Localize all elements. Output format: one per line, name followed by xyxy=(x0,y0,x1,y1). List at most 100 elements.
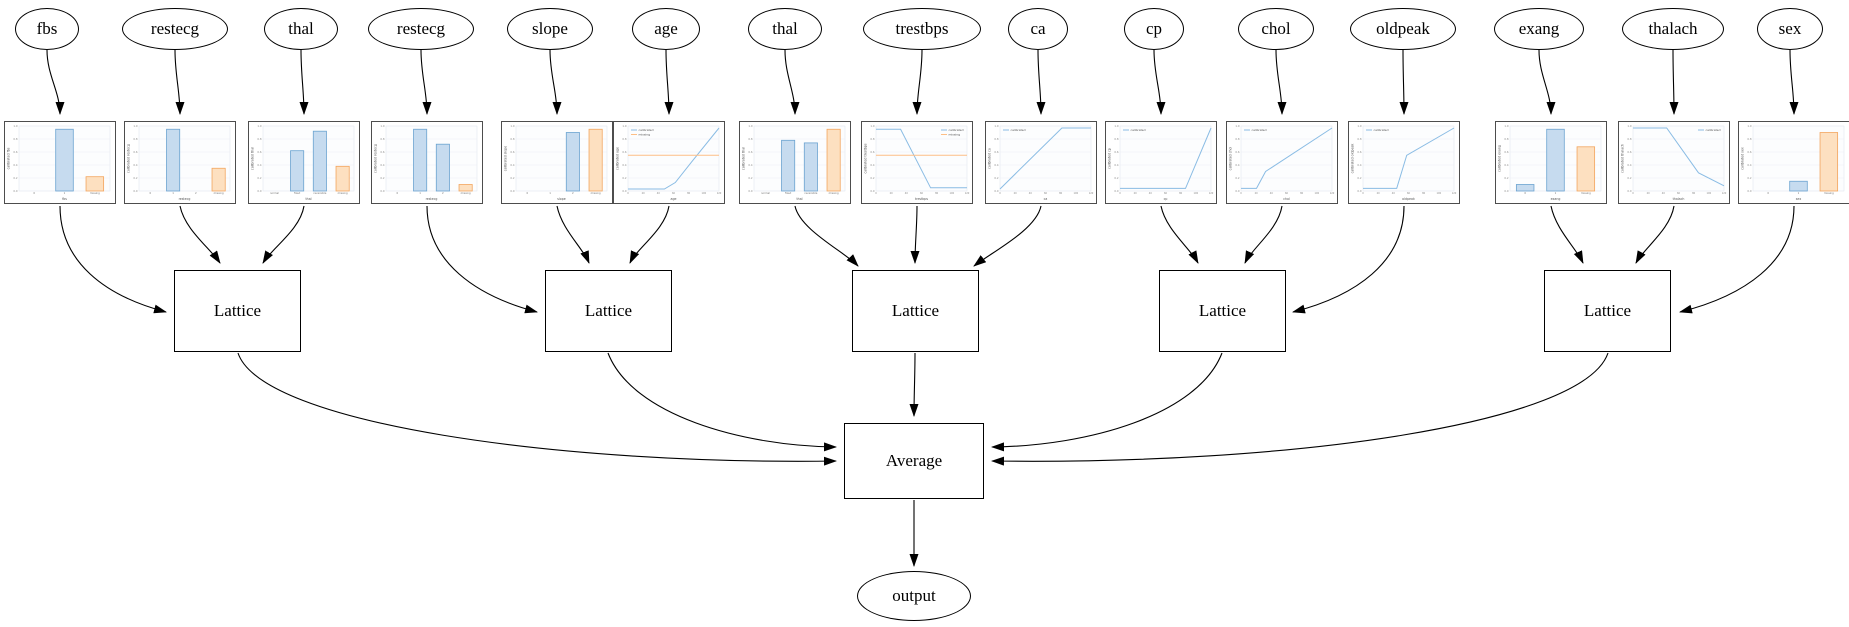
lattice-node-4: Lattice xyxy=(1159,270,1286,352)
y-tick-label: 0.2 xyxy=(870,176,874,180)
y-axis-label: calibrated trestbps xyxy=(864,143,868,173)
x-tick-label: 0 xyxy=(33,191,35,195)
bar-1 xyxy=(55,128,74,192)
y-tick-label: 0.0 xyxy=(1504,189,1508,193)
x-tick-label: 100 xyxy=(1074,192,1079,195)
y-tick-label: 0.6 xyxy=(622,150,626,154)
edge-arrow xyxy=(237,352,837,466)
plot-area xyxy=(999,125,1092,192)
x-axis-label: restecg xyxy=(179,197,191,201)
bar-missing xyxy=(1576,146,1596,192)
series-calibrated xyxy=(1120,127,1212,189)
x-axis-label: cp xyxy=(1164,197,1168,201)
x-tick-label: 60 xyxy=(1164,192,1168,195)
edge-arrow xyxy=(1292,205,1405,314)
y-tick-label: 0.8 xyxy=(1357,137,1361,141)
y-axis-label: calibrated restecg xyxy=(374,144,378,173)
y-tick-label: 0.2 xyxy=(133,176,137,180)
y-axis-label: calibrated restecg xyxy=(127,144,131,173)
edge-arrow xyxy=(794,205,859,267)
y-tick-label: 0.4 xyxy=(1747,163,1751,167)
series-calibrated xyxy=(1363,127,1455,189)
x-tick-label: 80 xyxy=(687,192,691,195)
edge-arrow xyxy=(299,49,309,115)
edge-arrow xyxy=(1275,49,1287,115)
y-tick-label: 1.0 xyxy=(13,124,17,128)
x-tick-label: 100 xyxy=(1315,192,1320,195)
x-tick-label: missing xyxy=(90,191,100,195)
y-tick-label: 0.0 xyxy=(1114,189,1118,193)
x-tick-label: 100 xyxy=(1194,192,1199,195)
legend-label: calibrated xyxy=(949,128,964,132)
y-tick-label: 0.2 xyxy=(257,176,261,180)
edge-arrow xyxy=(262,205,305,264)
lattice-node-2: Lattice xyxy=(545,270,672,352)
x-axis-label: exang xyxy=(1551,197,1561,201)
y-tick-label: 0.8 xyxy=(748,137,752,141)
y-tick-label: 0.0 xyxy=(133,189,137,193)
x-tick-label: normal xyxy=(270,191,279,195)
x-tick-label: 60 xyxy=(1044,192,1048,195)
edge-arrow xyxy=(426,205,538,314)
x-tick-label: 20 xyxy=(1647,192,1651,195)
edge-arrow xyxy=(1550,205,1584,264)
y-tick-label: 0.2 xyxy=(13,176,17,180)
legend-label: calibrated xyxy=(1011,128,1026,132)
x-tick-label: missing xyxy=(461,191,471,195)
y-tick-label: 0.4 xyxy=(870,163,874,167)
x-axis-label: sex xyxy=(1796,197,1802,201)
y-tick-label: 1.0 xyxy=(133,124,137,128)
x-tick-label: 2 xyxy=(572,191,574,195)
y-tick-label: 0.4 xyxy=(257,163,261,167)
y-tick-label: 0.6 xyxy=(13,150,17,154)
bar-fixed xyxy=(781,139,796,192)
edge-arrow xyxy=(549,49,562,115)
y-axis-label: calibrated age xyxy=(616,147,620,170)
x-tick-label: 120 xyxy=(717,192,722,195)
y-axis-label: calibrated thal xyxy=(742,147,746,170)
lattice-node-5: Lattice xyxy=(1544,270,1671,352)
input-node-restecg: restecg xyxy=(122,8,228,50)
edge-arrow xyxy=(1036,49,1046,115)
x-tick-label: reversible xyxy=(313,191,326,195)
y-tick-label: 0.0 xyxy=(1627,189,1631,193)
x-tick-label: 100 xyxy=(950,192,955,195)
bar-missing xyxy=(1819,132,1839,192)
edge-arrow xyxy=(607,352,837,452)
plot-area xyxy=(385,125,478,192)
x-tick-label: 40 xyxy=(1270,192,1274,195)
bar-missing xyxy=(458,184,473,192)
x-tick-label: 0 xyxy=(627,192,629,195)
x-tick-label: 100 xyxy=(1707,192,1712,195)
legend-label: missing xyxy=(639,133,651,137)
x-axis-label: chol xyxy=(1283,197,1290,201)
input-node-thal: thal xyxy=(264,8,338,50)
y-tick-label: 0.8 xyxy=(1627,137,1631,141)
x-tick-label: 100 xyxy=(1437,192,1442,195)
x-tick-label: 0 xyxy=(1767,191,1769,195)
y-tick-label: 0.6 xyxy=(510,150,514,154)
input-node-exang: exang xyxy=(1494,8,1584,50)
edge-arrow xyxy=(420,49,432,115)
bar-missing xyxy=(85,176,105,192)
x-axis-label: slope xyxy=(557,197,566,201)
x-tick-label: 40 xyxy=(905,192,909,195)
y-tick-label: 0.4 xyxy=(1504,163,1508,167)
legend-label: calibrated xyxy=(1252,128,1267,132)
series-calibrated xyxy=(876,128,967,189)
y-tick-label: 0.6 xyxy=(1747,150,1751,154)
y-tick-label: 1.0 xyxy=(1504,124,1508,128)
average-node: Average xyxy=(844,423,984,499)
x-tick-label: 0 xyxy=(527,191,529,195)
y-tick-label: 0.4 xyxy=(622,163,626,167)
legend-label: calibrated xyxy=(1374,128,1389,132)
y-tick-label: 0.4 xyxy=(1114,163,1118,167)
y-tick-label: 0.6 xyxy=(748,150,752,154)
plot-area xyxy=(1240,125,1333,192)
x-axis-label: fbs xyxy=(62,197,67,201)
